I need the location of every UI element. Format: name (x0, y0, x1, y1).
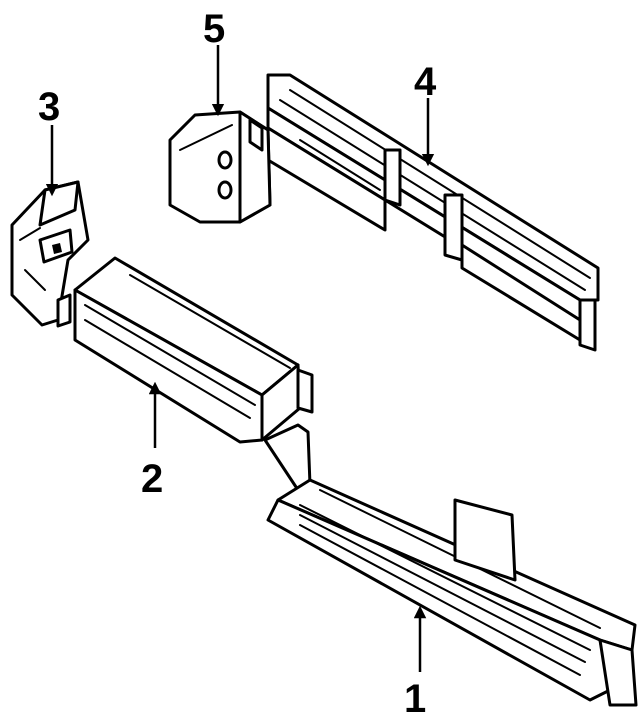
callout-4: 4 (414, 60, 437, 104)
callout-2: 2 (141, 457, 163, 501)
part-2-box-section (73, 256, 314, 444)
part-3-end-cap (10, 180, 90, 328)
callout-5: 5 (203, 7, 225, 51)
part-4-rail (266, 73, 600, 352)
callout-3: 3 (38, 85, 60, 129)
part-1-step-board (263, 423, 638, 707)
callout-1: 1 (404, 677, 426, 720)
part-5-bracket (168, 110, 272, 224)
